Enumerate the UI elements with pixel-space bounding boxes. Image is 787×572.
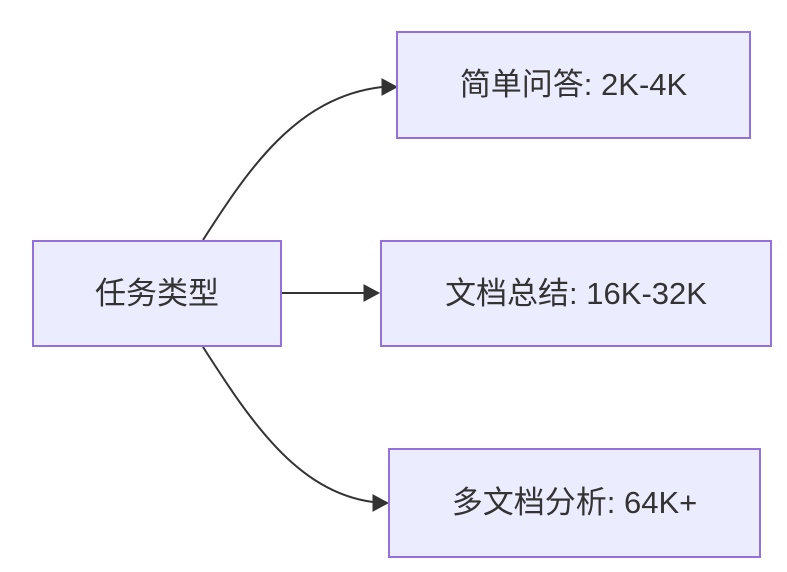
edge-task-type-to-simple-qa	[202, 78, 399, 241]
node-multi-doc-label: 多文档分析: 64K+	[451, 485, 698, 521]
arrowhead-icon	[363, 284, 381, 302]
node-multi-doc: 多文档分析: 64K+	[388, 448, 761, 558]
edge-task-type-to-doc-summary	[282, 284, 381, 302]
node-doc-summary: 文档总结: 16K-32K	[380, 240, 772, 347]
arrowhead-icon	[372, 494, 390, 512]
node-simple-qa-label: 简单问答: 2K-4K	[459, 67, 688, 103]
edge-line	[202, 86, 383, 241]
arrowhead-icon	[381, 78, 399, 96]
node-simple-qa: 简单问答: 2K-4K	[396, 31, 751, 139]
edge-line	[202, 346, 374, 503]
node-task-type-label: 任务类型	[95, 275, 219, 311]
edge-task-type-to-multi-doc	[202, 346, 390, 512]
node-task-type: 任务类型	[32, 240, 282, 347]
node-doc-summary-label: 文档总结: 16K-32K	[445, 275, 707, 311]
